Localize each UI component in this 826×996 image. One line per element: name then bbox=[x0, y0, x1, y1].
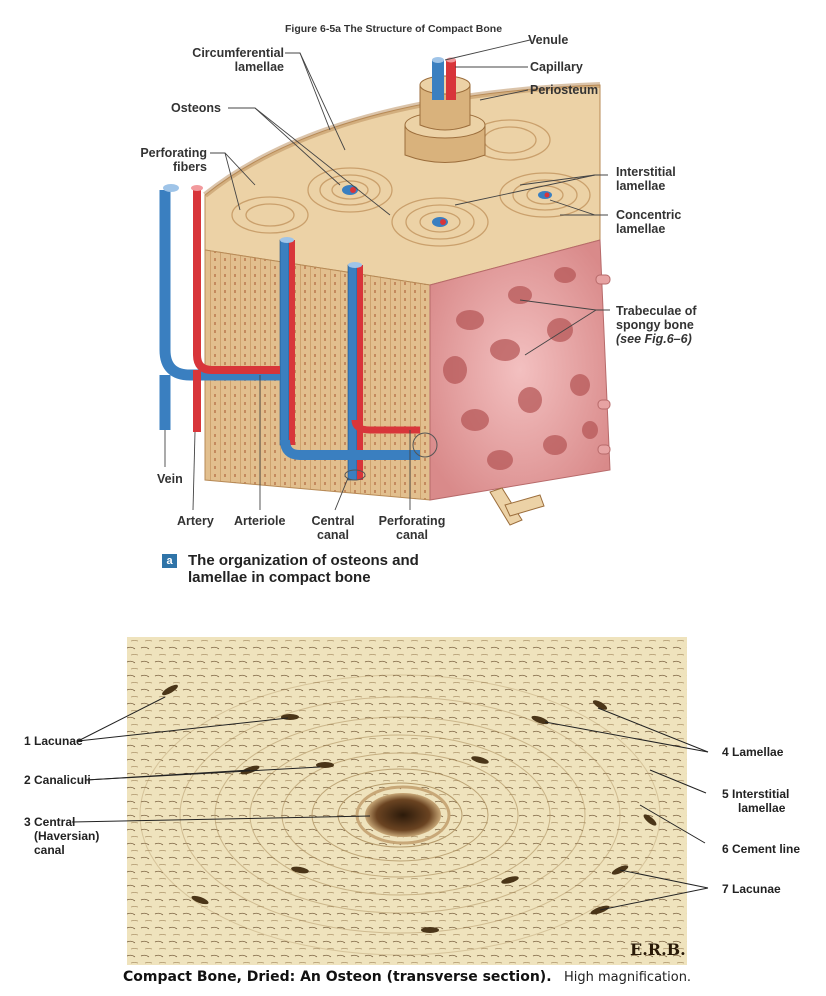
trabecular-struts bbox=[595, 274, 611, 455]
haversian-canal bbox=[365, 793, 441, 837]
periosteum-layers bbox=[404, 75, 486, 163]
bottom-caption: Compact Bone, Dried: An Osteon (transver… bbox=[123, 968, 691, 986]
spongy-bone bbox=[429, 239, 611, 501]
label-concentric-lamellae: Concentric lamellae bbox=[616, 208, 682, 236]
figure-title: Figure 6-5a The Structure of Compact Bon… bbox=[285, 23, 503, 35]
spongy-holes bbox=[443, 267, 598, 470]
label-central-canal: Central canal bbox=[311, 514, 355, 542]
leader-lines-micrograph bbox=[71, 696, 709, 911]
label-perforating-fibers: Perforating fibers bbox=[140, 146, 207, 174]
bottom-caption-plain: High magnification. bbox=[563, 970, 692, 985]
label-lacunae-right: 7 Lacunae bbox=[722, 882, 781, 896]
label-venule: Venule bbox=[528, 33, 569, 47]
caption-text: The organization of osteons and lamellae… bbox=[188, 552, 419, 586]
label-arteriole: Arteriole bbox=[234, 514, 286, 528]
top-canals bbox=[342, 185, 552, 227]
bottom-caption-bold: Compact Bone, Dried: An Osteon (transver… bbox=[123, 969, 552, 985]
label-periosteum: Periosteum bbox=[530, 83, 599, 97]
label-vein: Vein bbox=[157, 472, 183, 486]
artist-signature: E.R.B. bbox=[630, 940, 686, 959]
venule-vessel bbox=[432, 60, 444, 100]
label-artery: Artery bbox=[177, 514, 214, 528]
label-circumferential-lamellae: Circumferential lamellae bbox=[192, 46, 284, 74]
capillary-vessel bbox=[446, 60, 456, 100]
label-lacunae-left: 1 Lacunae bbox=[24, 734, 83, 748]
label-osteons: Osteons bbox=[171, 101, 222, 115]
label-haversian-canal: 3 Central (Haversian) canal bbox=[24, 815, 100, 857]
label-perforating-canal: Perforating canal bbox=[378, 514, 446, 542]
label-lamellae: 4 Lamellae bbox=[722, 745, 784, 759]
label-capillary: Capillary bbox=[530, 60, 583, 74]
caption-badge: a bbox=[162, 554, 177, 568]
label-canaliculi: 2 Canaliculi bbox=[24, 773, 91, 787]
leader-lines-top bbox=[164, 39, 610, 511]
label-cement-line: 6 Cement line bbox=[722, 842, 801, 856]
label-interstitial-lamellae-micro: 5 Interstitial lamellae bbox=[722, 787, 790, 815]
vein-artery-pathway bbox=[159, 184, 438, 481]
spongy-fragment bbox=[489, 487, 545, 526]
micrograph-lamellae bbox=[139, 674, 661, 956]
label-trabeculae: Trabeculae of spongy bone (see Fig.6–6) bbox=[616, 304, 697, 346]
label-interstitial-lamellae: Interstitial lamellae bbox=[616, 165, 676, 193]
